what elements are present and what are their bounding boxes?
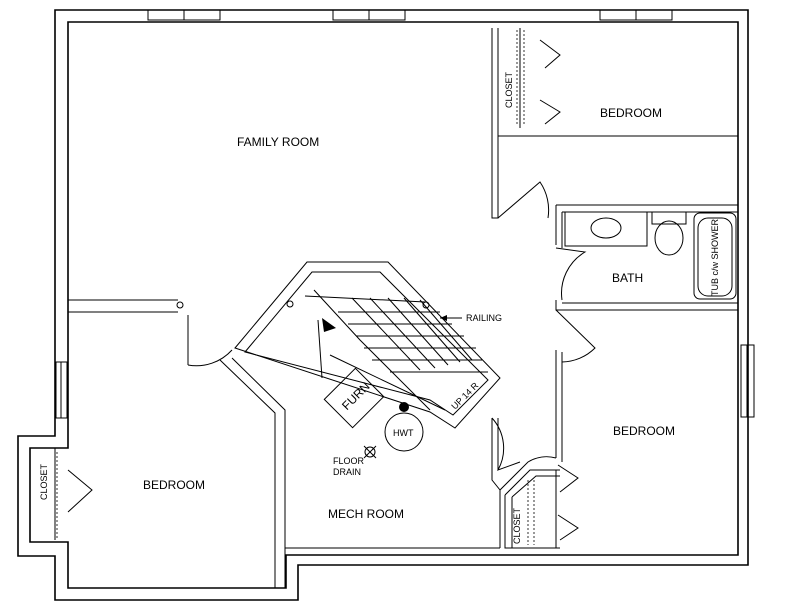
closet-left: CLOSET bbox=[39, 448, 93, 540]
closet-left-label: CLOSET bbox=[39, 463, 49, 500]
bedroom-right-label: BEDROOM bbox=[613, 424, 675, 438]
tub-label: TUB c/w SHOWER bbox=[710, 218, 720, 296]
bedroom-top-right-label: BEDROOM bbox=[600, 106, 662, 120]
windows bbox=[55, 9, 755, 419]
floor-drain-label-2: DRAIN bbox=[333, 467, 361, 477]
hwt-label: HWT bbox=[393, 428, 414, 438]
floor-drain-icon bbox=[364, 446, 376, 458]
furnace-icon bbox=[323, 367, 385, 429]
hwt-valve-icon bbox=[399, 402, 409, 412]
tub-icon bbox=[697, 217, 733, 297]
stair-enclosure bbox=[176, 261, 501, 429]
bath-label: BATH bbox=[612, 271, 643, 285]
hwt-icon bbox=[384, 412, 424, 452]
toilet-bowl-icon bbox=[654, 220, 684, 256]
bedroom-left-label: BEDROOM bbox=[143, 478, 205, 492]
sink-icon bbox=[590, 217, 622, 239]
closet-top: CLOSET bbox=[497, 28, 561, 128]
toilet-tank-icon bbox=[651, 211, 687, 225]
bath-fixtures: TUB c/w SHOWER bbox=[564, 211, 737, 300]
closet-top-label: CLOSET bbox=[504, 71, 514, 108]
railing-label: RAILING bbox=[466, 313, 502, 323]
exterior-walls bbox=[17, 9, 749, 601]
furnace-label: FURN bbox=[339, 379, 372, 412]
closet-bottom-label: CLOSET bbox=[512, 507, 522, 544]
mech-room-label: MECH ROOM bbox=[328, 507, 404, 521]
doors bbox=[187, 181, 596, 491]
room-labels: FAMILY ROOM BEDROOM BATH BEDROOM BEDROOM… bbox=[143, 106, 675, 521]
closet-bottom: CLOSET bbox=[512, 464, 579, 545]
stairs-label: UP 14 R bbox=[449, 380, 480, 411]
family-room-label: FAMILY ROOM bbox=[237, 135, 319, 149]
floor-drain-label-1: FLOOR bbox=[333, 456, 365, 466]
